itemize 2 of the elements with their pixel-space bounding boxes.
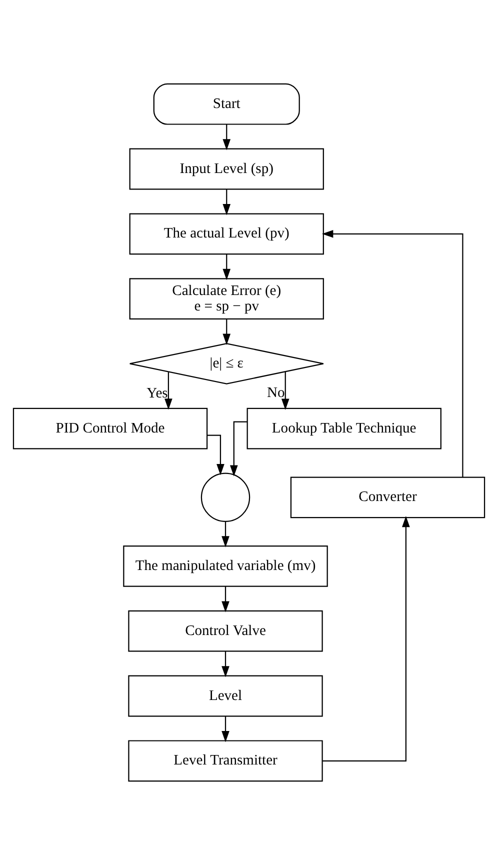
edge-label: Yes bbox=[146, 384, 168, 401]
edge-label: No bbox=[266, 384, 284, 401]
